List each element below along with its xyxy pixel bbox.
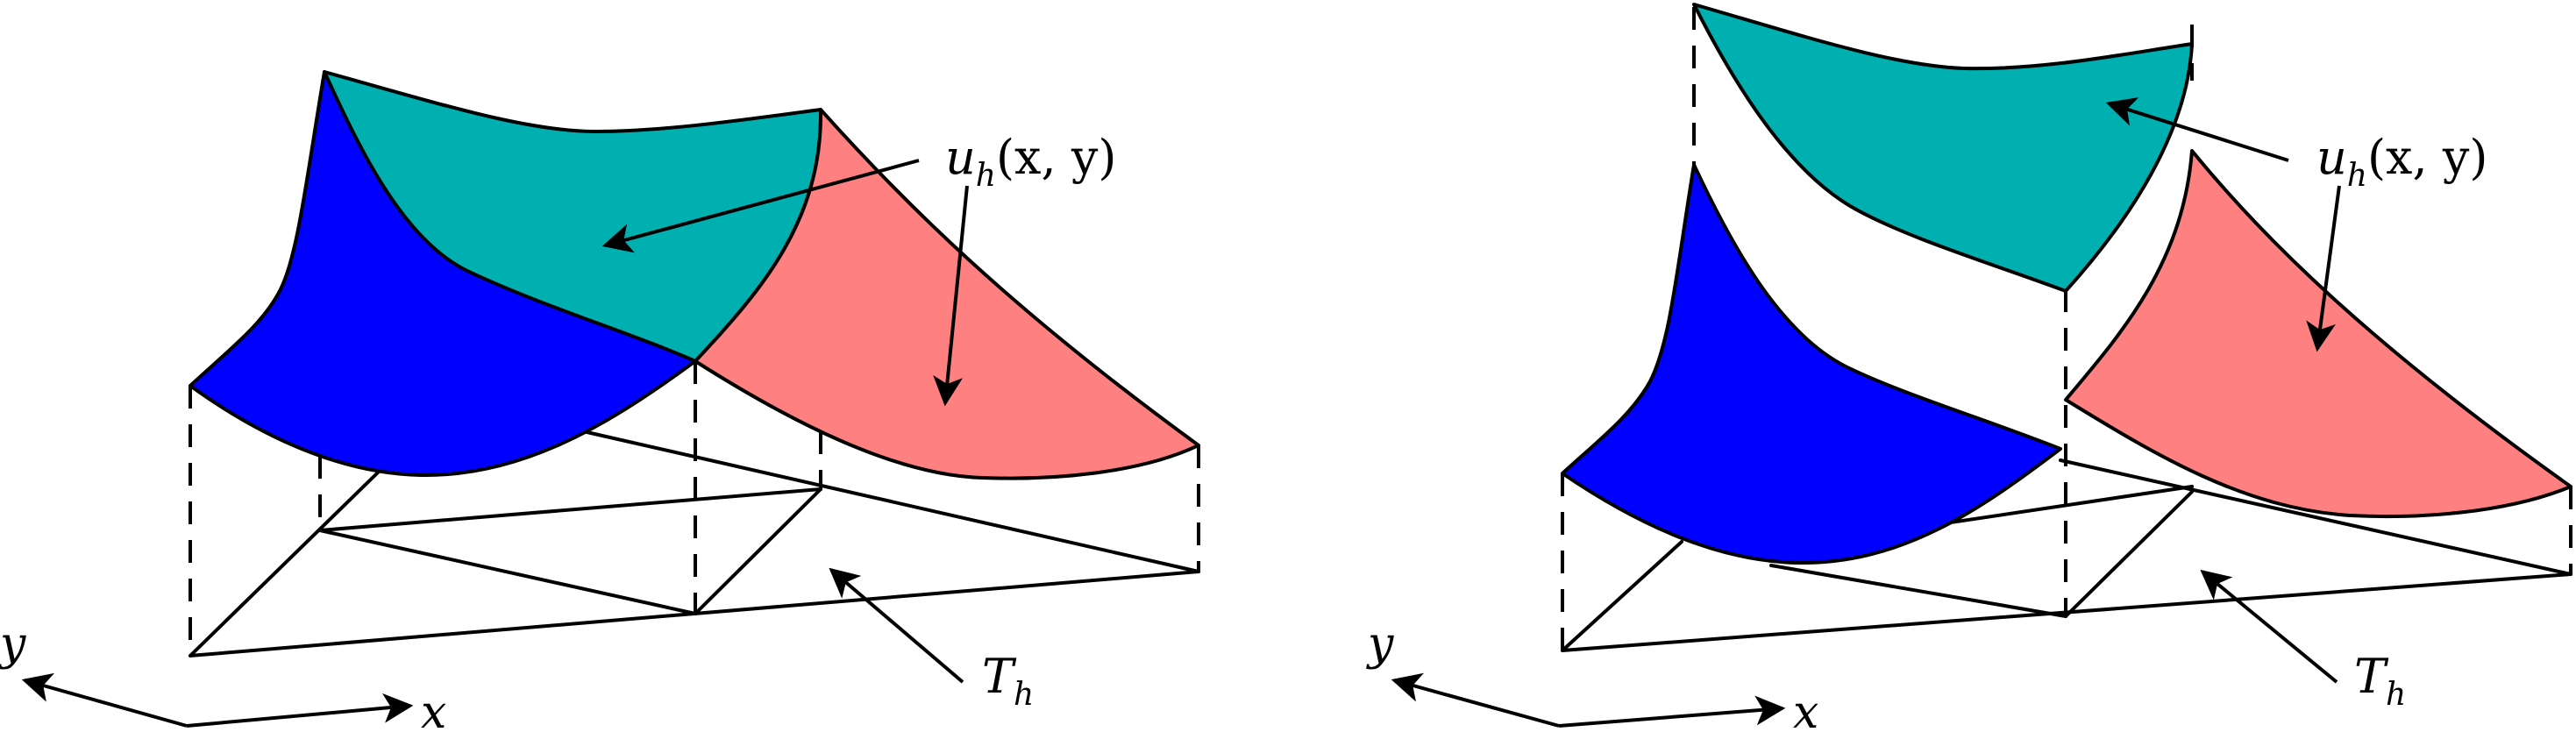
projection-lines xyxy=(189,361,1200,656)
svg-text:Th: Th xyxy=(982,649,1034,713)
axes-2: x y xyxy=(1366,618,1818,732)
teal-patch-2 xyxy=(1692,3,2194,293)
svg-text:Th: Th xyxy=(2354,649,2406,713)
y-axis-label-2: y xyxy=(1366,618,1394,671)
y-axis-label: y xyxy=(0,618,26,671)
arrow-to-pink-patch-2 xyxy=(2306,185,2341,352)
mesh-label-th-2: Th xyxy=(2354,649,2406,713)
axes: x y xyxy=(0,618,446,732)
x-axis-arrow-2 xyxy=(1558,695,1786,728)
x-axis-label: x xyxy=(421,686,446,732)
arrow-to-pink-patch xyxy=(933,185,969,407)
arrow-to-teal-patch xyxy=(601,159,920,253)
uh-main: u xyxy=(945,130,976,185)
panel-discontinuous: uh(x, y) Th x y xyxy=(1366,3,2572,732)
blue-patch xyxy=(189,70,697,478)
th2-sub: h xyxy=(2386,677,2406,713)
surface-label-uh-2: uh(x, y) xyxy=(2316,130,2487,194)
projection-lines-2 xyxy=(1561,7,2572,650)
arrow-to-mesh-2 xyxy=(2200,569,2338,684)
x-axis-arrow xyxy=(186,693,414,728)
uh2-args: (x, y) xyxy=(2367,130,2487,185)
uh-sub: h xyxy=(976,158,996,194)
panel-continuous: uh(x, y) Th x y xyxy=(0,70,1200,732)
svg-text:uh(x, y): uh(x, y) xyxy=(2316,130,2487,194)
x-axis-label-2: x xyxy=(1793,686,1818,732)
th-sub: h xyxy=(1014,677,1034,713)
uh2-main: u xyxy=(2316,130,2347,185)
arrow-to-teal-patch-2 xyxy=(2105,97,2289,162)
uh-args: (x, y) xyxy=(996,130,1116,185)
mesh-label-th: Th xyxy=(982,649,1034,713)
uh2-sub: h xyxy=(2347,158,2367,194)
th-main: T xyxy=(982,649,1017,704)
surface-label-uh: uh(x, y) xyxy=(945,130,1116,194)
y-axis-arrow xyxy=(21,672,188,728)
th2-main: T xyxy=(2354,649,2389,704)
svg-text:uh(x, y): uh(x, y) xyxy=(945,130,1116,194)
arrow-to-mesh xyxy=(829,567,964,684)
pink-patch xyxy=(694,108,1200,480)
blue-patch-2 xyxy=(1561,163,2062,565)
y-axis-arrow-2 xyxy=(1391,672,1560,728)
